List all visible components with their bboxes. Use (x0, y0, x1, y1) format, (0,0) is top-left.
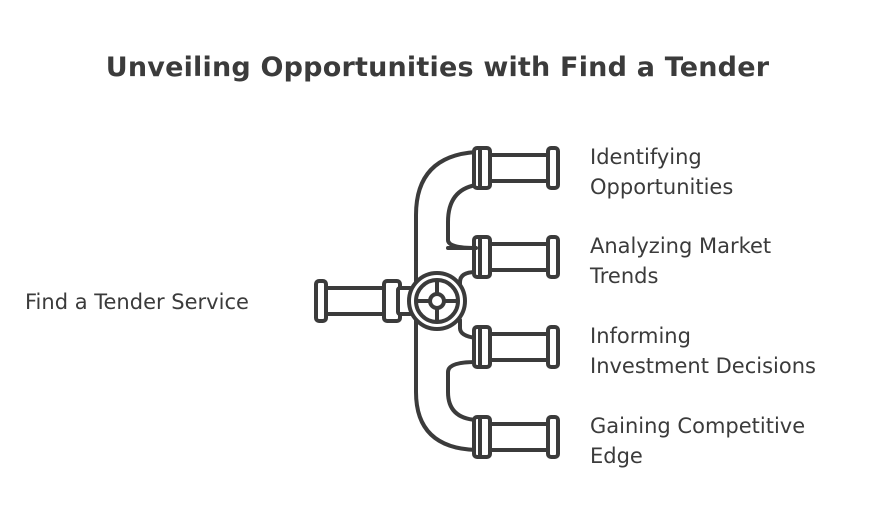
output-label-4-line1: Gaining Competitive (590, 414, 806, 438)
output-label-1-line1: Identifying (590, 145, 702, 169)
input-pipe (314, 279, 414, 323)
output-pipe-3 (472, 325, 560, 369)
output-label-3-line2: Investment Decisions (590, 354, 816, 378)
valve-wheel-icon (407, 271, 467, 331)
output-label-2-line2: Trends (590, 264, 659, 288)
output-label-2: Analyzing Market Trends (590, 231, 771, 291)
output-pipe-2 (472, 235, 560, 279)
output-label-3-line1: Informing (590, 324, 691, 348)
page-title: Unveiling Opportunities with Find a Tend… (105, 52, 770, 83)
output-label-1: Identifying Opportunities (590, 142, 733, 202)
output-label-2-line1: Analyzing Market (590, 234, 772, 258)
source-label: Find a Tender Service (25, 290, 249, 314)
output-label-4: Gaining Competitive Edge (590, 411, 805, 471)
trunk-inner (446, 183, 478, 250)
output-pipe-4 (472, 415, 560, 459)
output-label-4-line2: Edge (590, 444, 643, 468)
output-label-3: Informing Investment Decisions (590, 321, 816, 381)
output-pipe-1 (472, 146, 560, 190)
output-label-1-line2: Opportunities (590, 175, 734, 199)
trunk-inner-4 (446, 360, 478, 422)
